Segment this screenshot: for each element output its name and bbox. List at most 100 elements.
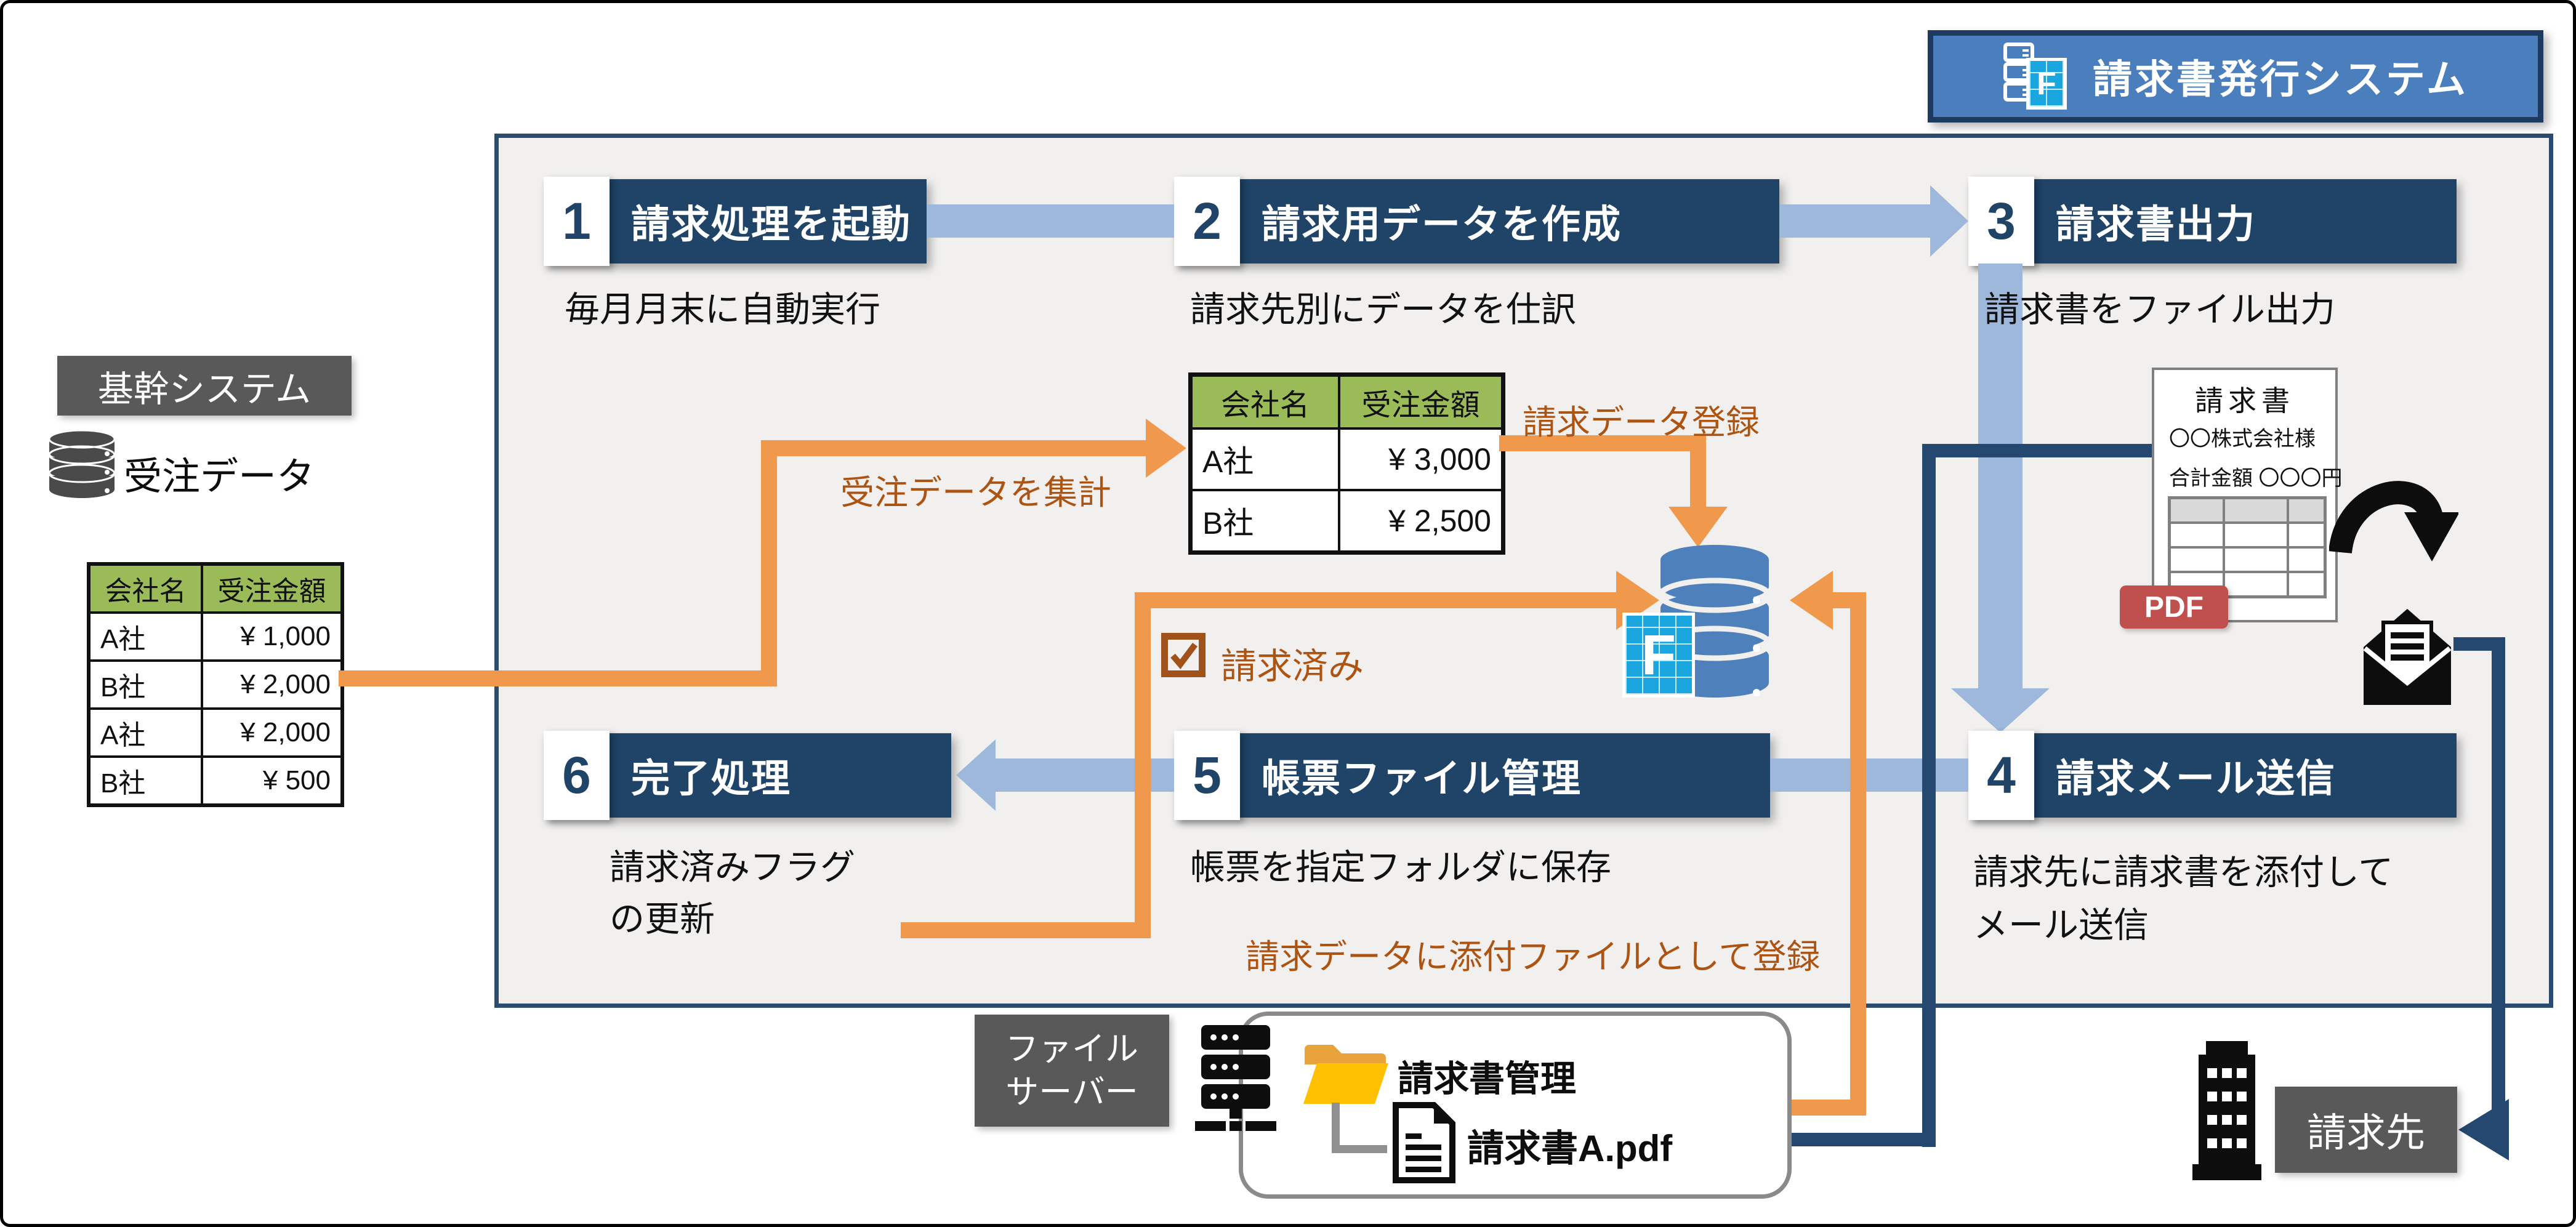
- invoice-grid-cell: [2288, 547, 2325, 572]
- step3-bar: 請求書出力: [1968, 179, 2457, 264]
- column-header: 受注金額: [202, 565, 342, 613]
- flow-flag-bottom: [901, 922, 1151, 938]
- core-system-box: 基幹システム: [57, 356, 352, 416]
- billed-label: 請求済み: [1221, 646, 1364, 686]
- envelope-icon: [2363, 609, 2452, 705]
- step2-bar: 請求用データを作成: [1174, 179, 1779, 264]
- table-cell: ¥ 2,500: [1339, 490, 1502, 552]
- invoice-grid-cell: [2288, 523, 2325, 547]
- invoice-grid-cell: [2224, 572, 2288, 597]
- order-data-label: 受注データ: [124, 456, 315, 498]
- order-data-table: 会社名 受注金額 A社 ¥ 1,000 B社 ¥ 2,000 A社 ¥ 2,00…: [87, 562, 344, 807]
- step6-caption-line1: 請求済みフラグ: [610, 848, 855, 887]
- folder-panel: [1239, 1012, 1792, 1199]
- arrow-step4-step5: [1770, 758, 1968, 792]
- flow-register-horizontal: [1499, 435, 1706, 451]
- database-icon-gray: [48, 429, 116, 498]
- column-header: 会社名: [1191, 376, 1339, 428]
- flow-savefile-top: [1935, 444, 2157, 457]
- flow-flag-horizontal: [1135, 592, 1616, 608]
- step1-number: 1: [544, 177, 610, 266]
- billing-destination-box: 請求先: [2275, 1087, 2457, 1173]
- column-header: 会社名: [89, 565, 202, 613]
- step5-caption: 帳票を指定フォルダに保存: [1190, 848, 1611, 887]
- table-cell: ¥ 2,000: [202, 661, 342, 709]
- step6-number: 6: [544, 731, 610, 820]
- arrow-step5-step6-head: [956, 739, 996, 811]
- folder-label: 請求書管理: [1398, 1059, 1577, 1099]
- table-cell: ¥ 500: [202, 757, 342, 805]
- step5-title: 帳票ファイル管理: [1262, 757, 1582, 800]
- table-cell: A社: [89, 613, 202, 661]
- table-cell: A社: [89, 709, 202, 757]
- table-cell: ¥ 2,000: [202, 709, 342, 757]
- flow-mail-arrowhead: [2458, 1099, 2509, 1161]
- aggregate-label: 受注データを集計: [840, 473, 1112, 512]
- invoice-grid-cell: [2170, 498, 2224, 523]
- step2-caption: 請求先別にデータを仕訳: [1190, 290, 1576, 329]
- file-server-label-line2: サーバー: [1005, 1074, 1138, 1111]
- table-cell: A社: [1191, 428, 1339, 490]
- server-rack-icon: [1195, 1025, 1276, 1131]
- register-label: 請求データ登録: [1523, 403, 1760, 441]
- step6-bar: 完了処理: [544, 733, 951, 818]
- document-icon: [1393, 1102, 1455, 1183]
- table-cell: B社: [89, 757, 202, 805]
- invoice-line1: 〇〇株式会社様: [2169, 427, 2316, 451]
- table-cell: B社: [89, 661, 202, 709]
- arrow-step2-step3: [1779, 204, 1930, 238]
- step4-caption-line2: メール送信: [1973, 906, 2149, 945]
- flow-savefile-bottom: [1752, 1133, 1936, 1146]
- arrow-step1-step2: [927, 204, 1174, 238]
- flow-register-arrowhead: [1668, 507, 1728, 547]
- invoice-line2: 合計金額 〇〇〇円: [2169, 467, 2343, 490]
- step5-note: 請求データに添付ファイルとして登録: [1246, 938, 1821, 976]
- step4-number: 4: [1968, 731, 2034, 820]
- step4-bar: 請求メール送信: [1968, 733, 2457, 818]
- invoice-grid-cell: [2170, 547, 2224, 572]
- table-cell: B社: [1191, 490, 1339, 552]
- flow-attach-arrowhead: [1790, 571, 1833, 630]
- check-icon: [1170, 643, 1197, 669]
- pdf-badge: PDF: [2120, 585, 2228, 629]
- curved-arrow-icon: [2329, 481, 2458, 561]
- building-icon: [2192, 1041, 2261, 1180]
- step6-title: 完了処理: [631, 757, 791, 800]
- flow-attach-horizontal: [1833, 592, 1866, 608]
- step6-caption-line2: の更新: [610, 899, 715, 939]
- invoice-grid-cell: [2288, 572, 2325, 597]
- invoice-title: 請求書: [2195, 385, 2295, 417]
- step2-title: 請求用データを作成: [1262, 203, 1622, 246]
- step1-title: 請求処理を起動: [631, 203, 911, 246]
- step3-number: 3: [1968, 177, 2034, 266]
- arrow-step2-step3-head: [1930, 185, 1968, 257]
- billed-checkbox-icon: [1161, 633, 1205, 677]
- invoice-grid-cell: [2224, 498, 2288, 523]
- folder-icon: [1303, 1045, 1388, 1104]
- flow-orders-arrowhead: [1146, 419, 1186, 478]
- flow-orders-vertical: [761, 440, 777, 686]
- invoice-grid-cell: [2224, 547, 2288, 572]
- step4-caption-line1: 請求先に請求書を添付して: [1973, 853, 2394, 892]
- flow-mail-vertical: [2492, 637, 2505, 1136]
- flow-orders-horizontal2: [761, 440, 1146, 456]
- step3-title: 請求書出力: [2056, 203, 2256, 246]
- step5-number: 5: [1174, 731, 1240, 820]
- arrow-step3-step4-head: [1951, 688, 2050, 733]
- step4-title: 請求メール送信: [2056, 757, 2336, 800]
- step5-bar: 帳票ファイル管理: [1174, 733, 1770, 818]
- filemaker-server-icon: F: [2003, 42, 2072, 111]
- filemaker-f-icon-db: F: [1622, 613, 1695, 698]
- pdf-file-label: 請求書A.pdf: [1467, 1128, 1673, 1169]
- step3-caption: 請求書をファイル出力: [1984, 290, 2335, 329]
- flow-savefile-vertical: [1922, 444, 1936, 1147]
- flow-orders-horizontal: [339, 670, 777, 686]
- system-title: 請求書発行システム: [2092, 57, 2469, 102]
- column-header: 受注金額: [1339, 376, 1502, 428]
- system-title-badge: F 請求書発行システム: [1928, 30, 2543, 123]
- invoice-grid-cell: [2170, 523, 2224, 547]
- flow-register-vertical: [1690, 435, 1706, 507]
- filemaker-f-icon: F: [2026, 58, 2067, 110]
- arrow-step3-step4: [1978, 264, 2023, 688]
